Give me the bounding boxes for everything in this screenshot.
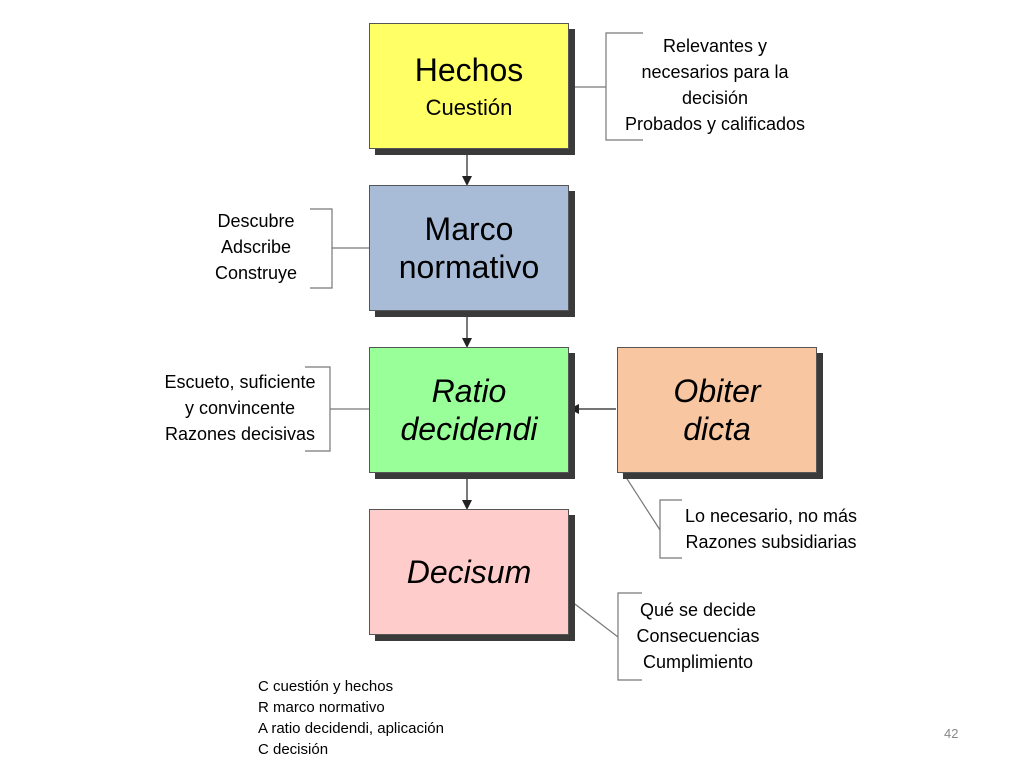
ratio-note-line: Razones decisivas (164, 424, 316, 444)
hechos-note: Relevantes y necesarios para la decisión… (600, 33, 830, 137)
ratio-note-line: y convincente (184, 398, 296, 418)
decisum-title: Decisum (406, 554, 532, 590)
legend-line: A ratio decidendi, aplicación (258, 720, 444, 737)
decisum-note-line: Consecuencias (636, 626, 760, 646)
legend: C cuestión y hechos R marco normativo A … (258, 676, 444, 760)
connector-decisum-note (566, 597, 619, 638)
decisum-note: Qué se decide Consecuencias Cumplimiento (618, 597, 778, 675)
decisum-note-line: Qué se decide (639, 600, 757, 620)
ratio-decidendi-box: Ratio decidendi (369, 347, 569, 473)
marco-note-line: Adscribe (220, 237, 292, 257)
hechos-note-line: Probados y calificados (624, 114, 806, 134)
hechos-title: Hechos (414, 52, 524, 88)
connector-obiter-note (621, 470, 661, 531)
decisum-note-line: Cumplimiento (642, 652, 754, 672)
marco-note-line: Descubre (217, 211, 295, 231)
marco-note-line: Construye (214, 263, 298, 283)
bracket-decisum-note (617, 592, 642, 681)
marco-normativo-title: Marco normativo (398, 211, 540, 285)
legend-line: R marco normativo (258, 699, 385, 716)
ratio-note-line: Escueto, suficiente (164, 372, 316, 392)
legend-line: C decisión (258, 741, 329, 758)
ratio-decidendi-title: Ratio decidendi (400, 373, 538, 447)
obiter-note-line: Razones subsidiarias (685, 532, 857, 552)
obiter-dicta-box: Obiter dicta (617, 347, 817, 473)
ratio-note: Escueto, suficiente y convincente Razone… (140, 369, 340, 447)
hechos-note-line: Relevantes y (662, 36, 768, 56)
decisum-box: Decisum (369, 509, 569, 635)
obiter-note: Lo necesario, no más Razones subsidiaria… (668, 503, 874, 555)
bracket-marco-note (310, 208, 333, 289)
marco-normativo-box: Marco normativo (369, 185, 569, 311)
obiter-dicta-title: Obiter dicta (673, 373, 761, 447)
page-number: 42 (944, 726, 959, 741)
hechos-note-line: decisión (681, 88, 749, 108)
obiter-note-line: Lo necesario, no más (684, 506, 858, 526)
legend-line: C cuestión y hechos (258, 678, 394, 695)
bracket-hechos-note (605, 32, 643, 141)
hechos-subtitle: Cuestión (425, 95, 513, 120)
marco-note: Descubre Adscribe Construye (206, 208, 306, 286)
hechos-note-line: necesarios para la (641, 62, 789, 82)
hechos-box: Hechos Cuestión (369, 23, 569, 149)
bracket-obiter-note (659, 499, 682, 559)
